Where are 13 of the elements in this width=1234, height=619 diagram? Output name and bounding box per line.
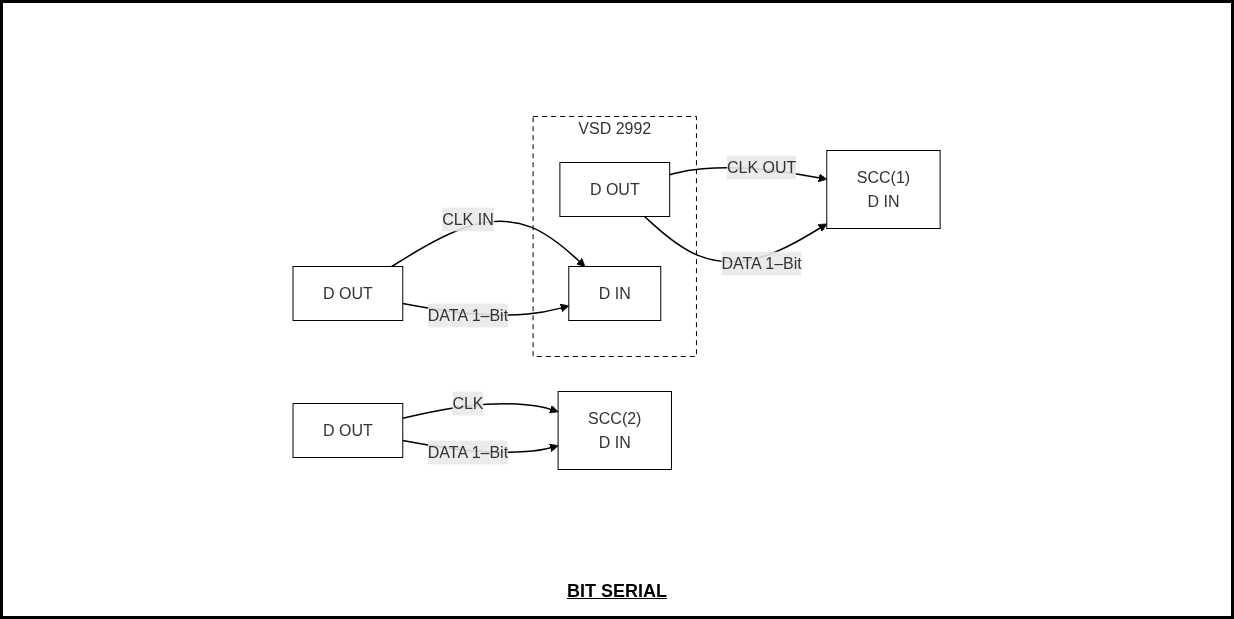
diagram-title: BIT SERIAL [567,581,667,602]
edge-label: CLK IN [442,210,495,228]
node-box: D OUT [559,162,671,217]
edge-label: DATA 1–Bit [428,306,509,324]
node-box: D OUT [292,403,404,458]
node-box: D IN [568,266,662,321]
node-box: D OUT [292,266,404,321]
node-box: SCC(2) D IN [558,391,673,470]
edge-label: DATA 1–Bit [428,443,509,461]
edge-label: CLK [452,394,484,412]
node-box: SCC(1) D IN [826,150,942,229]
edge-label: CLK OUT [727,158,797,176]
edge-label: DATA 1–Bit [721,254,803,272]
